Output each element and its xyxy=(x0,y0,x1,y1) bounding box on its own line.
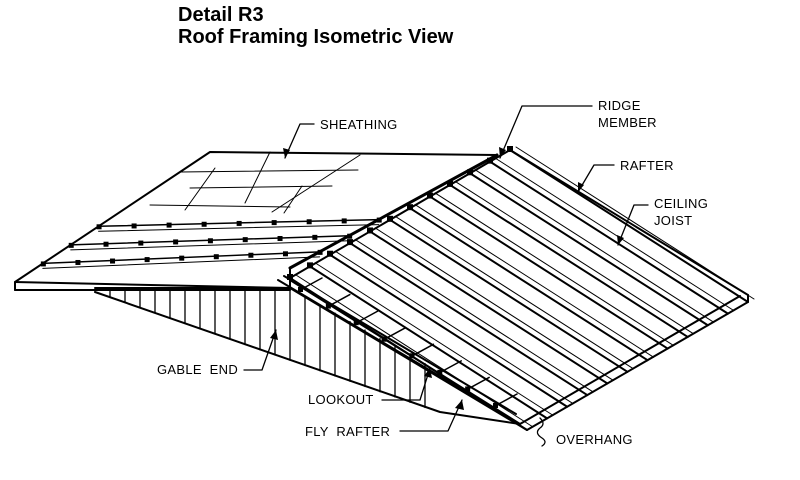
rafter-tie xyxy=(367,227,373,234)
rafter-tie xyxy=(347,239,353,246)
rafter-tie xyxy=(487,157,493,164)
rafter-tie xyxy=(287,274,293,280)
rafter-line xyxy=(349,242,589,397)
rafter-tie xyxy=(407,204,413,211)
rafter-edge xyxy=(455,181,695,335)
detail-subtitle: Roof Framing Isometric View xyxy=(178,26,454,48)
left-joist-block xyxy=(312,234,318,240)
left-joist-block xyxy=(201,221,207,227)
rafter-line xyxy=(389,218,629,373)
left-joist-block xyxy=(213,254,219,260)
left-joist-block xyxy=(166,222,172,228)
left-joist-edge xyxy=(98,224,380,232)
callout-labels: SHEATHING RIDGE MEMBER RAFTER CEILING JO… xyxy=(157,98,708,447)
left-joist-edge xyxy=(42,256,321,269)
detail-title: Detail R3 xyxy=(178,4,264,26)
rafter-edge xyxy=(475,169,715,323)
rafter-line xyxy=(509,149,749,303)
left-joist-block xyxy=(138,240,144,246)
gable-studs xyxy=(109,287,426,409)
left-joist-block xyxy=(179,255,185,261)
left-joist-block xyxy=(282,251,288,257)
lookout-tie xyxy=(465,386,471,392)
sheathing-panels xyxy=(149,151,498,214)
left-joist-block xyxy=(341,218,347,224)
rafter-edge xyxy=(355,239,594,393)
rafter-tie xyxy=(447,180,453,187)
rafter-tie xyxy=(427,192,433,199)
left-joist-block xyxy=(236,220,242,226)
rafter-edge xyxy=(515,146,755,300)
rafter-line xyxy=(309,265,549,420)
rafter-tie xyxy=(387,215,393,222)
leader-lines xyxy=(243,105,649,447)
rafter-line xyxy=(429,195,669,350)
gable-end-wall xyxy=(94,287,521,425)
rafter-line xyxy=(489,160,729,315)
label-ceiling-2: JOIST xyxy=(654,213,692,228)
left-joist-block xyxy=(248,252,254,258)
rafters xyxy=(287,146,755,431)
lookout-tie xyxy=(353,320,359,326)
left-joist-block xyxy=(306,219,312,225)
left-joist-block xyxy=(75,259,81,265)
label-rafter: RAFTER xyxy=(620,158,674,173)
left-joist-block xyxy=(103,241,109,247)
left-joist-block xyxy=(277,236,283,241)
rafter-edge xyxy=(395,216,634,370)
rafter-line xyxy=(329,253,569,408)
label-ceiling-1: CEILING xyxy=(654,196,708,211)
rafter-edge xyxy=(435,193,675,347)
left-joist-block xyxy=(110,258,116,264)
left-roof-plane xyxy=(14,151,498,291)
lookout-tie xyxy=(409,353,415,359)
left-joist-block xyxy=(207,238,213,244)
left-joist-block xyxy=(242,237,248,243)
left-joist-block xyxy=(96,224,102,230)
rafter-line xyxy=(449,183,689,338)
label-fly-rafter: FLY RAFTER xyxy=(305,424,390,439)
left-joist-block xyxy=(68,242,74,248)
left-joist-block xyxy=(131,223,137,229)
left-joist-block xyxy=(173,239,179,245)
lookout-tie xyxy=(325,303,331,309)
label-ridge-1: RIDGE xyxy=(598,98,641,113)
label-gable-end: GABLE END xyxy=(157,362,238,377)
rafter-edge xyxy=(315,262,554,416)
lookout-tie xyxy=(493,403,498,408)
rafter-tie xyxy=(507,146,513,152)
left-joist-block xyxy=(271,220,277,226)
left-joist-block xyxy=(144,257,150,263)
label-overhang: OVERHANG xyxy=(556,432,633,447)
left-joist-edge xyxy=(70,240,350,251)
left-joist-block xyxy=(40,261,46,267)
rafter-line xyxy=(369,230,609,385)
label-ridge-2: MEMBER xyxy=(598,115,657,130)
rafter-line xyxy=(409,207,649,362)
rafter-line xyxy=(469,172,709,327)
label-sheathing: SHEATHING xyxy=(320,117,398,132)
rafter-tie xyxy=(467,169,473,176)
right-roof-plane xyxy=(288,149,749,431)
rafter-tie xyxy=(327,250,333,257)
rafter-edge xyxy=(495,158,735,312)
rafter-edge xyxy=(415,204,655,358)
label-lookout: LOOKOUT xyxy=(308,392,374,407)
rafter-edge xyxy=(375,227,614,381)
rafter-edge xyxy=(335,251,574,405)
lookout-tie xyxy=(437,369,443,375)
rafter-tie xyxy=(307,262,313,269)
left-plane-joists xyxy=(40,217,382,269)
fly-rafter xyxy=(277,275,517,419)
lookout-tie xyxy=(381,336,387,342)
lookout-tie xyxy=(298,287,303,292)
